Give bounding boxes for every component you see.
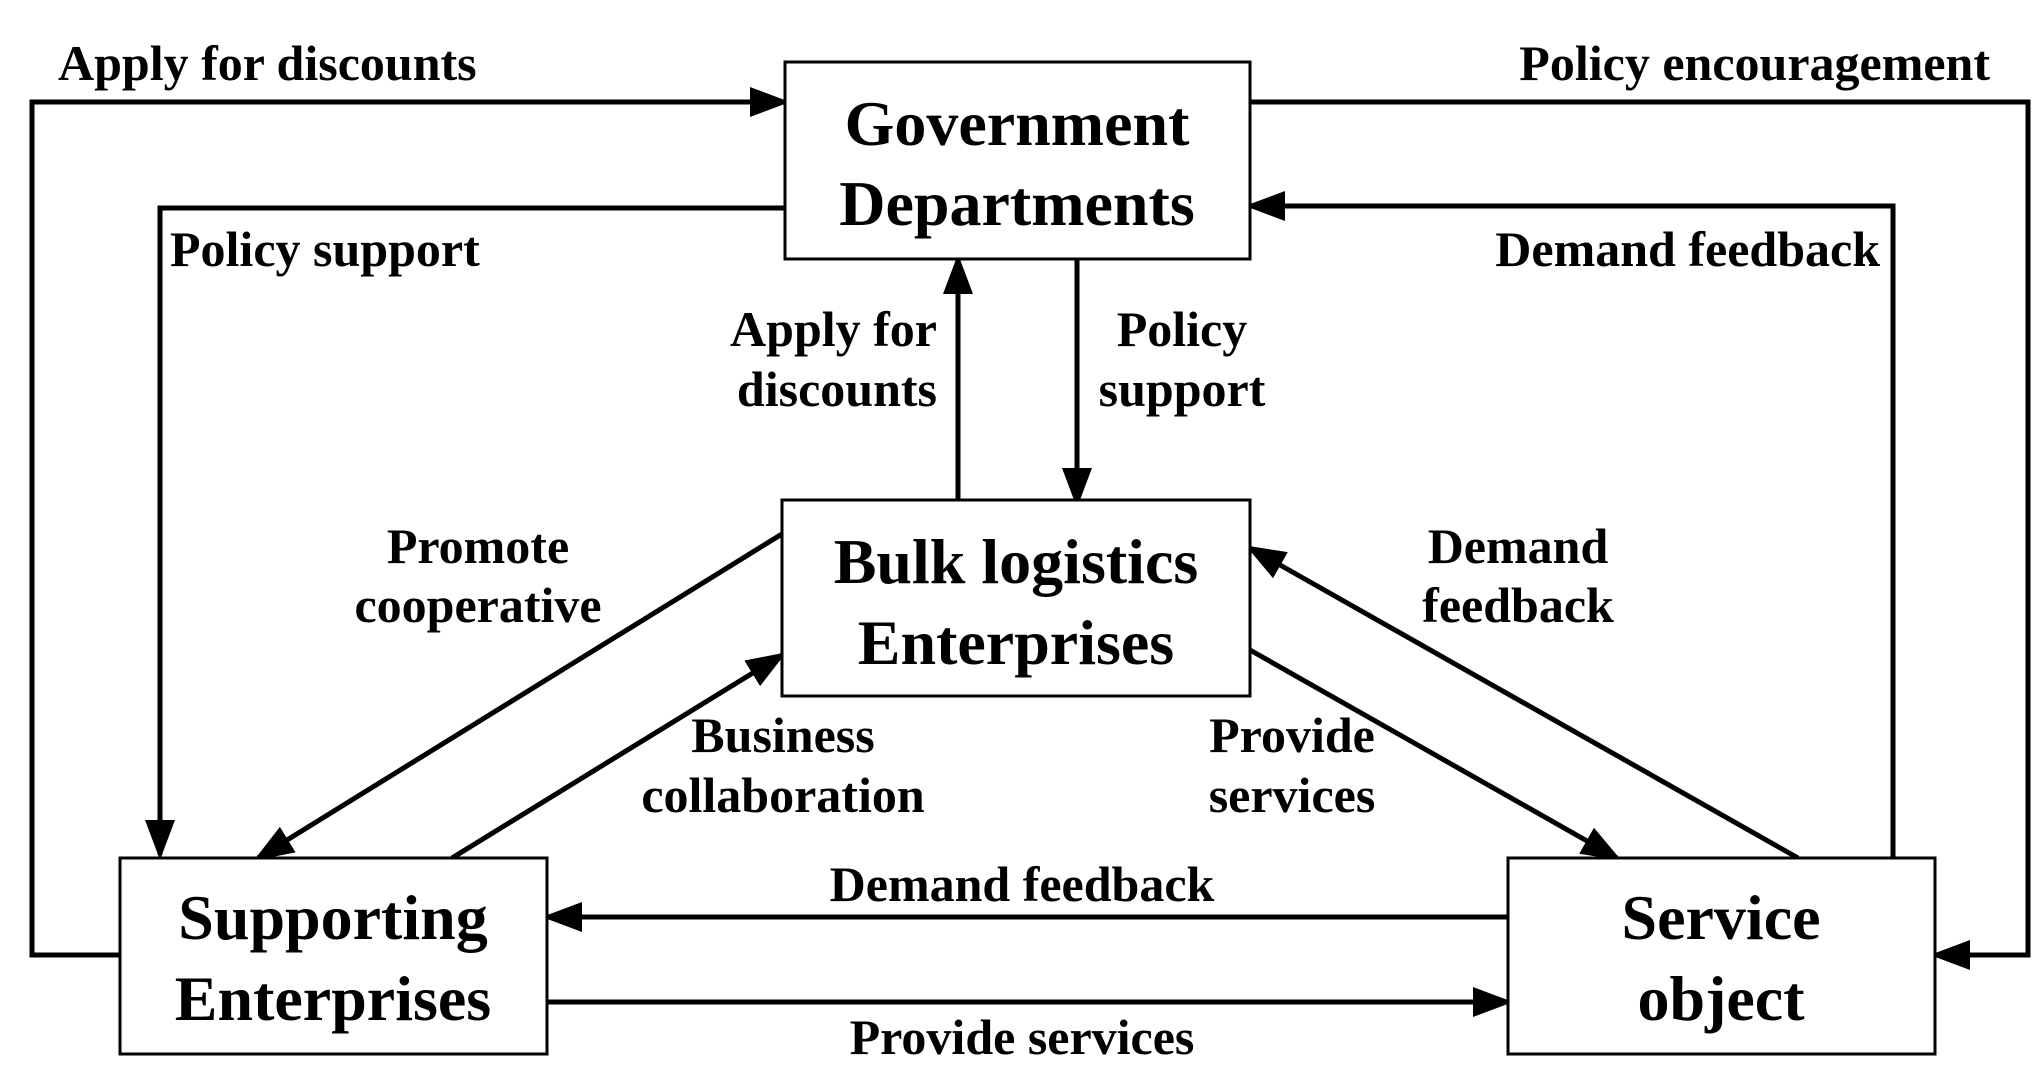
label-provide-services-diag-line1: Provide — [1209, 707, 1375, 763]
label-apply-for-discounts-center-line1: Apply for — [730, 301, 937, 357]
edge-government-to-service — [1250, 99, 2031, 970]
label-demand-feedback-diag-line2: feedback — [1422, 577, 1614, 633]
node-government-line2: Departments — [839, 168, 1194, 239]
node-bulk-line1: Bulk logistics — [834, 526, 1199, 597]
edge-government-to-supporting — [145, 205, 785, 860]
label-policy-encouragement: Policy encouragement — [1519, 35, 1990, 91]
label-demand-feedback-diag-line1: Demand — [1428, 518, 1609, 574]
edge-supporting-to-government — [29, 87, 790, 958]
label-provide-services-bottom: Provide services — [850, 1009, 1195, 1065]
edge-bulk-to-supporting — [253, 531, 784, 861]
node-supporting-enterprises: Supporting Enterprises — [118, 856, 549, 1056]
node-government-departments: Government Departments — [783, 60, 1252, 261]
label-provide-services-diag-line2: services — [1209, 767, 1376, 823]
label-apply-for-discounts-center-line2: discounts — [737, 361, 937, 417]
edge-service-to-government — [1245, 191, 1896, 862]
label-business-collaboration-line1: Business — [691, 707, 874, 763]
node-supporting-line2: Enterprises — [175, 963, 491, 1034]
label-policy-support-center-line1: Policy — [1117, 301, 1248, 357]
label-demand-feedback-right: Demand feedback — [1495, 221, 1880, 277]
label-apply-for-discounts-outer: Apply for discounts — [58, 35, 477, 91]
node-supporting-line1: Supporting — [178, 882, 487, 953]
node-bulk-line2: Enterprises — [858, 607, 1174, 678]
edge-bulk-to-service — [1248, 647, 1622, 861]
label-demand-feedback-bottom: Demand feedback — [830, 856, 1215, 912]
node-bulk-logistics-enterprises: Bulk logistics Enterprises — [780, 498, 1252, 698]
label-promote-cooperative-line2: cooperative — [354, 577, 601, 633]
label-business-collaboration-line2: collaboration — [641, 767, 925, 823]
label-policy-support-left: Policy support — [170, 221, 480, 277]
node-government-line1: Government — [845, 88, 1191, 159]
edge-service-to-bulk — [1245, 545, 1800, 861]
edge-supporting-to-bulk — [450, 652, 787, 861]
label-promote-cooperative-line1: Promote — [387, 518, 569, 574]
node-service-object: Service object — [1506, 856, 1937, 1056]
node-service-line1: Service — [1622, 882, 1821, 953]
node-service-line2: object — [1637, 963, 1805, 1034]
label-policy-support-center-line2: support — [1099, 361, 1266, 417]
